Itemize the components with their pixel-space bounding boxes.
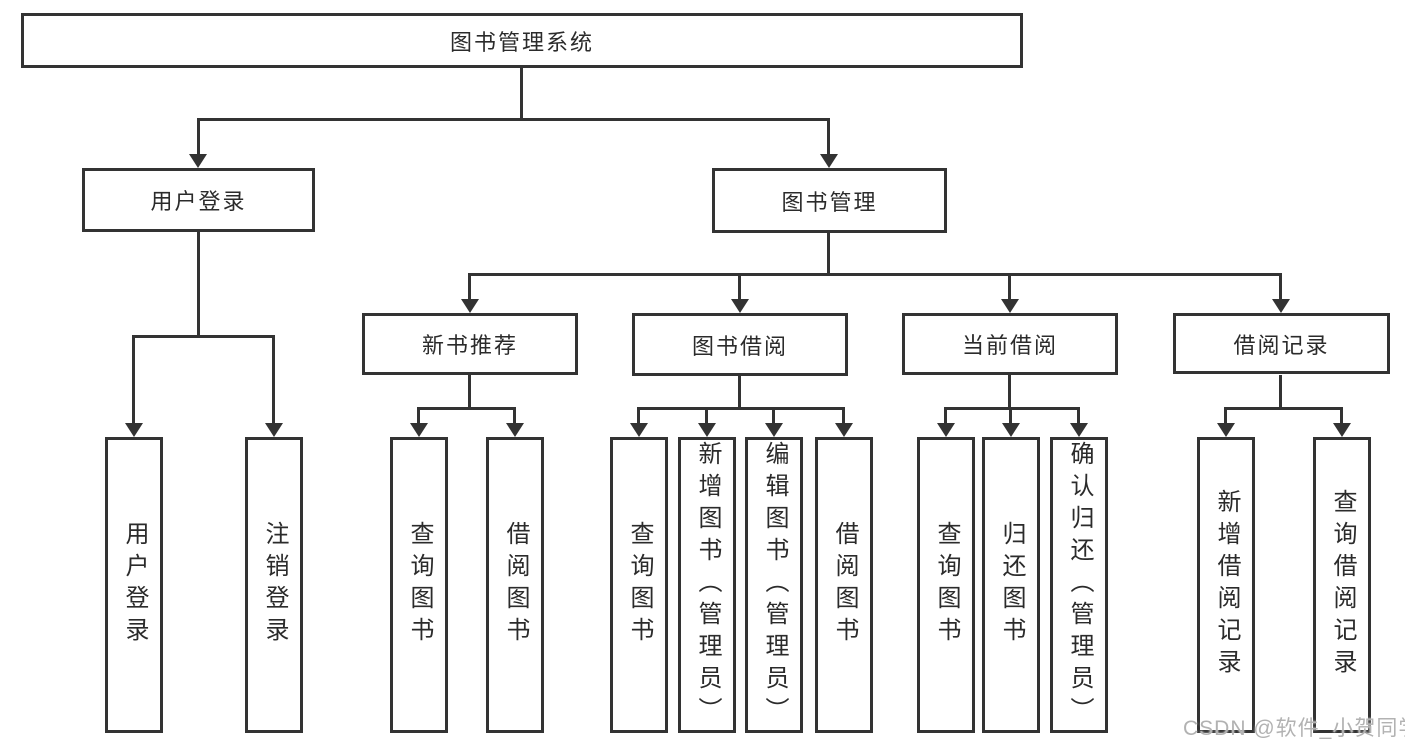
- leaf-label: 查询图书: [933, 521, 960, 649]
- node-new-book-recommend: 新书推荐: [362, 313, 578, 375]
- leaf-add-book-admin: 新增图书（管理员）: [678, 437, 736, 733]
- node-borrow-record: 借阅记录: [1173, 313, 1390, 374]
- connector-line: [842, 407, 845, 423]
- arrow-down-icon: [698, 423, 716, 437]
- connector-line: [132, 335, 135, 423]
- arrow-down-icon: [1001, 299, 1019, 313]
- arrow-down-icon: [1272, 299, 1290, 313]
- node-label: 用户登录: [150, 189, 247, 214]
- connector-line: [468, 273, 1282, 276]
- arrow-down-icon: [1217, 423, 1235, 437]
- node-label: 图书管理: [781, 189, 878, 215]
- leaf-user-login: 用户登录: [105, 437, 163, 733]
- node-user-login: 用户登录: [82, 168, 315, 232]
- leaf-label: 注销登录: [261, 521, 288, 649]
- leaf-label: 新增图书（管理员）: [694, 441, 721, 729]
- connector-line: [827, 233, 830, 273]
- connector-line: [468, 375, 471, 407]
- connector-line: [520, 68, 523, 118]
- node-library-management-system: 图书管理系统: [21, 13, 1023, 68]
- arrow-down-icon: [1333, 423, 1351, 437]
- leaf-confirm-return-admin: 确认归还（管理员）: [1050, 437, 1108, 733]
- leaf-borrow-book-recommend: 借阅图书: [486, 437, 544, 733]
- arrow-down-icon: [189, 154, 207, 168]
- arrow-down-icon: [410, 423, 428, 437]
- node-book-management: 图书管理: [712, 168, 947, 233]
- node-label: 图书借阅: [691, 333, 788, 359]
- connector-line: [738, 375, 741, 407]
- connector-line: [944, 407, 1080, 410]
- leaf-query-borrow-record: 查询借阅记录: [1313, 437, 1371, 733]
- watermark-text: CSDN @软件_小贺同学: [1183, 717, 1405, 740]
- connector-line: [1279, 375, 1282, 407]
- leaf-edit-book-admin: 编辑图书（管理员）: [745, 437, 803, 733]
- connector-line: [132, 335, 275, 338]
- leaf-query-book-borrow: 查询图书: [610, 437, 668, 733]
- connector-line: [1224, 407, 1343, 410]
- connector-line: [1340, 407, 1343, 423]
- node-label: 新书推荐: [421, 333, 518, 358]
- connector-line: [417, 407, 516, 410]
- connector-line: [468, 273, 471, 299]
- leaf-label: 查询图书: [626, 521, 653, 649]
- connector-line: [417, 407, 420, 423]
- node-label: 图书管理系统: [449, 29, 594, 55]
- connector-line: [1224, 407, 1227, 423]
- arrow-down-icon: [506, 423, 524, 437]
- leaf-add-borrow-record: 新增借阅记录: [1197, 437, 1255, 733]
- arrow-down-icon: [820, 154, 838, 168]
- connector-line: [197, 232, 200, 335]
- arrow-down-icon: [937, 423, 955, 437]
- leaf-label: 借阅图书: [502, 521, 529, 649]
- connector-line: [705, 407, 708, 423]
- leaf-label: 用户登录: [121, 521, 148, 649]
- arrow-down-icon: [265, 423, 283, 437]
- connector-line: [197, 118, 830, 121]
- leaf-query-book-recommend: 查询图书: [390, 437, 448, 733]
- connector-line: [637, 407, 845, 410]
- arrow-down-icon: [835, 423, 853, 437]
- connector-line: [1077, 407, 1080, 423]
- connector-line: [772, 407, 775, 423]
- node-book-borrow: 图书借阅: [632, 313, 848, 376]
- leaf-borrow-book: 借阅图书: [815, 437, 873, 733]
- connector-line: [1008, 375, 1011, 407]
- connector-line: [827, 118, 830, 154]
- node-label: 借阅记录: [1233, 332, 1330, 358]
- connector-line: [1279, 273, 1282, 299]
- leaf-return-book: 归还图书: [982, 437, 1040, 733]
- arrow-down-icon: [630, 423, 648, 437]
- leaf-label: 归还图书: [998, 521, 1025, 649]
- connector-line: [513, 407, 516, 423]
- connector-line: [944, 407, 947, 423]
- leaf-label: 查询借阅记录: [1329, 489, 1356, 681]
- connector-line: [197, 118, 200, 154]
- node-label: 当前借阅: [961, 333, 1058, 358]
- arrow-down-icon: [765, 423, 783, 437]
- leaf-label: 查询图书: [406, 521, 433, 649]
- connector-line: [637, 407, 640, 423]
- arrow-down-icon: [1002, 423, 1020, 437]
- leaf-label: 借阅图书: [831, 521, 858, 649]
- connector-line: [1009, 407, 1012, 423]
- connector-line: [738, 273, 741, 299]
- leaf-label: 确认归还（管理员）: [1066, 441, 1093, 729]
- connector-line: [272, 335, 275, 423]
- arrow-down-icon: [1070, 423, 1088, 437]
- connector-line: [1008, 273, 1011, 299]
- leaf-label: 编辑图书（管理员）: [761, 441, 788, 729]
- leaf-logout: 注销登录: [245, 437, 303, 733]
- arrow-down-icon: [125, 423, 143, 437]
- leaf-label: 新增借阅记录: [1213, 489, 1240, 681]
- arrow-down-icon: [731, 299, 749, 313]
- leaf-query-book-current: 查询图书: [917, 437, 975, 733]
- arrow-down-icon: [461, 299, 479, 313]
- node-current-borrow: 当前借阅: [902, 313, 1118, 375]
